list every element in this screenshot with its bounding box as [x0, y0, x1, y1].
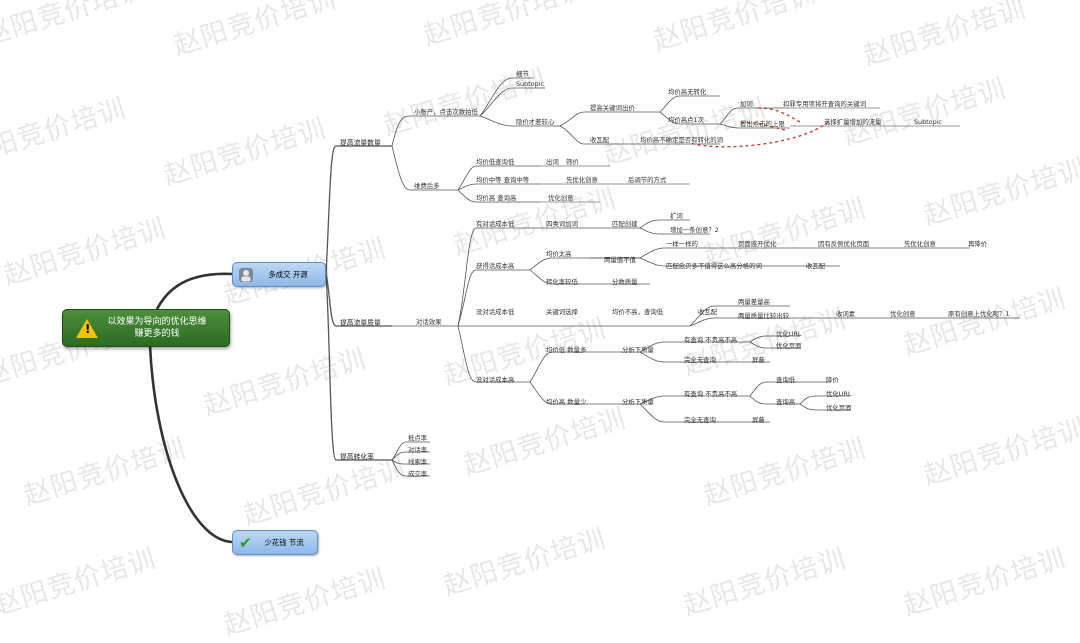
- edge-to-quality: [325, 273, 392, 327]
- node-bid-mid-r[interactable]: 先优化创意: [566, 176, 598, 184]
- node-cost-a-r5[interactable]: 完全无查询: [684, 356, 716, 364]
- node-cost-b-r3[interactable]: 查询低: [776, 376, 796, 384]
- node-no-conv-a[interactable]: 关键词选择: [546, 308, 578, 316]
- node-kw1[interactable]: 扩词: [670, 212, 683, 220]
- node-low-conv-b[interactable]: 两量值不值: [604, 256, 636, 264]
- checkmark-icon: ✔: [239, 534, 252, 552]
- node-no-conv-c[interactable]: 两量质量比较出较: [738, 312, 790, 320]
- node-cost-b-r6[interactable]: 优化URL: [826, 390, 852, 398]
- branch-traffic-quantity[interactable]: 提高流量数量: [340, 139, 381, 147]
- node-cost-high[interactable]: 没对话成本高: [476, 376, 515, 384]
- edge-small-account: [391, 115, 480, 147]
- node-low-conv-a-r4[interactable]: 先优化创意: [904, 240, 936, 248]
- node-no-conv-c-r[interactable]: 收词素: [836, 310, 856, 318]
- branch-conversion-rate[interactable]: 提高转化率: [340, 453, 374, 461]
- node-cost-a-r3[interactable]: 优化URL: [776, 330, 802, 338]
- node-bid-mid[interactable]: 均价中等 查询中等: [476, 176, 530, 184]
- node-small-account[interactable]: 小账户，点击次数拍低: [414, 108, 478, 116]
- topic-cut-cost-label: 少花钱 节流: [264, 538, 304, 547]
- node-pair-words[interactable]: 提出点击的上限: [740, 120, 785, 128]
- node-conv-cost[interactable]: 对话效果: [416, 318, 442, 326]
- node-cost-a-r4[interactable]: 优化页面: [776, 342, 802, 350]
- central-topic[interactable]: 以效果为导向的优化思维 赚更多的钱: [62, 309, 230, 347]
- edge-to-conversion: [325, 273, 392, 461]
- node-match-note[interactable]: 均价高不确定是否有转化的词: [640, 136, 724, 144]
- node-cost-b-r9[interactable]: 屏蔽: [752, 416, 765, 424]
- person-icon: [239, 268, 253, 282]
- edge-dash-1: [756, 107, 801, 123]
- node-low-conv-a-r5[interactable]: 再降价: [968, 240, 988, 248]
- central-line-1: 以效果为导向的优化思维: [107, 317, 207, 327]
- node-match[interactable]: 收瓦配: [590, 136, 610, 144]
- node-low-conv[interactable]: 获得话成本高: [476, 262, 515, 270]
- edge-dash-3: [689, 121, 829, 148]
- node-bid-high[interactable]: 均价高 查询高: [476, 194, 517, 202]
- node-no-conv-a-r[interactable]: 均价不高，查询低: [612, 308, 664, 316]
- node-bid-query[interactable]: 均价低查询低: [476, 158, 515, 166]
- node-low-conv-a-r[interactable]: 一样一样的: [666, 240, 698, 248]
- node-bid-mid-r2[interactable]: 后调节的方式: [628, 176, 667, 184]
- node-high-conv[interactable]: 有对话成本低: [476, 220, 515, 228]
- node-low-conv-a-r2[interactable]: 页面感开优化: [738, 240, 777, 248]
- node-dim[interactable]: 维费后多: [414, 182, 440, 190]
- node-cost-b-r8[interactable]: 完全无查询: [684, 416, 716, 424]
- node-conv-0[interactable]: 抵点率: [408, 434, 428, 442]
- node-cost-a-r6[interactable]: 屏蔽: [752, 356, 765, 364]
- node-bid-query-r[interactable]: 出词: [546, 158, 559, 166]
- topic-cut-cost[interactable]: ✔ 少花钱 节流: [232, 530, 318, 555]
- node-low-conv-b-r[interactable]: 匹配念贝多不值得这么高分格的词: [666, 262, 762, 270]
- node-conv-2[interactable]: 线索率: [408, 458, 428, 466]
- node-low-conv-c[interactable]: 转化率较低: [546, 278, 578, 286]
- node-bid-no-conv[interactable]: 均价高无转化: [668, 88, 707, 96]
- node-no-conv-c-r3[interactable]: 原有创意上优化呢？1: [948, 310, 1010, 318]
- node-cost-b-r5[interactable]: 查询高: [776, 398, 796, 406]
- node-kw2[interactable]: 增加一条创意？2: [670, 226, 719, 234]
- edge-to-quantity: [325, 145, 392, 275]
- node-bid-high-r[interactable]: 优化创意: [548, 194, 574, 202]
- node-low-conv-a-r3[interactable]: 因有反例优化页面: [818, 240, 870, 248]
- node-conv-1[interactable]: 对话率: [408, 446, 428, 454]
- node-cost-a[interactable]: 均价低 数量多: [546, 346, 587, 354]
- node-add-words-note[interactable]: 扣罪专用项将开查询的关键词: [783, 100, 867, 108]
- branch-traffic-quality[interactable]: 提高流量质量: [340, 319, 381, 327]
- node-raise-bid[interactable]: 提高关键词出价: [590, 104, 635, 112]
- warning-icon: [76, 319, 98, 338]
- node-no-conv-b[interactable]: 两量差量高: [738, 298, 770, 306]
- node-low-conv-a[interactable]: 均价太高: [546, 250, 572, 258]
- node-high-conv-r[interactable]: 四类词加词: [546, 220, 578, 228]
- central-line-2: 赚更多的钱: [134, 329, 180, 339]
- node-cost-a-r2[interactable]: 有查询 不贵高不高: [684, 336, 738, 344]
- edge-dim: [391, 145, 458, 191]
- node-subtopic-b[interactable]: Subtopic: [914, 118, 942, 126]
- node-bid-query-r2[interactable]: 筛价: [566, 158, 579, 166]
- node-cost-b[interactable]: 均价高 数量少: [546, 398, 587, 406]
- node-subtopic-a[interactable]: Subtopic: [516, 80, 544, 88]
- node-cost-a-r[interactable]: 分析下质量: [622, 346, 654, 354]
- node-cost-b-r2[interactable]: 有查询 不贵高不高: [684, 390, 738, 398]
- topic-open-source[interactable]: 多成交 开源: [232, 262, 326, 287]
- node-low-conv-b-r2[interactable]: 收瓦配: [806, 262, 826, 270]
- node-high-conv-r2[interactable]: 匹配创建: [612, 220, 638, 228]
- edge-central-bottom: [148, 345, 233, 544]
- node-cost-b-r[interactable]: 分析下质量: [622, 398, 654, 406]
- node-competitor[interactable]: 隐价才差较心: [516, 118, 555, 126]
- topic-open-source-label: 多成交 开源: [268, 270, 308, 279]
- node-conv-3[interactable]: 成交率: [408, 470, 428, 478]
- node-no-conv[interactable]: 没对话成本低: [476, 308, 515, 316]
- node-cost-b-r4[interactable]: 降价: [826, 376, 839, 384]
- node-cost-b-r7[interactable]: 优化页面: [826, 404, 852, 412]
- node-low-conv-c-r[interactable]: 分数质量: [612, 278, 638, 286]
- node-pair-words-note[interactable]: 选择扩量增加的流量: [824, 118, 882, 126]
- node-bid-first[interactable]: 均价高点1次: [668, 116, 705, 124]
- node-detail[interactable]: 细节: [516, 70, 529, 78]
- mind-map-canvas: 赵阳竞价培训赵阳竞价培训赵阳竞价培训赵阳竞价培训赵阳竞价培训赵阳竞价培训赵阳竞价…: [0, 0, 1080, 623]
- connector-lines: [148, 77, 1020, 544]
- node-add-words[interactable]: 加词: [740, 100, 753, 108]
- node-no-conv-a-r2[interactable]: 收瓦配: [698, 308, 718, 316]
- node-no-conv-c-r2[interactable]: 优化创意: [890, 310, 916, 318]
